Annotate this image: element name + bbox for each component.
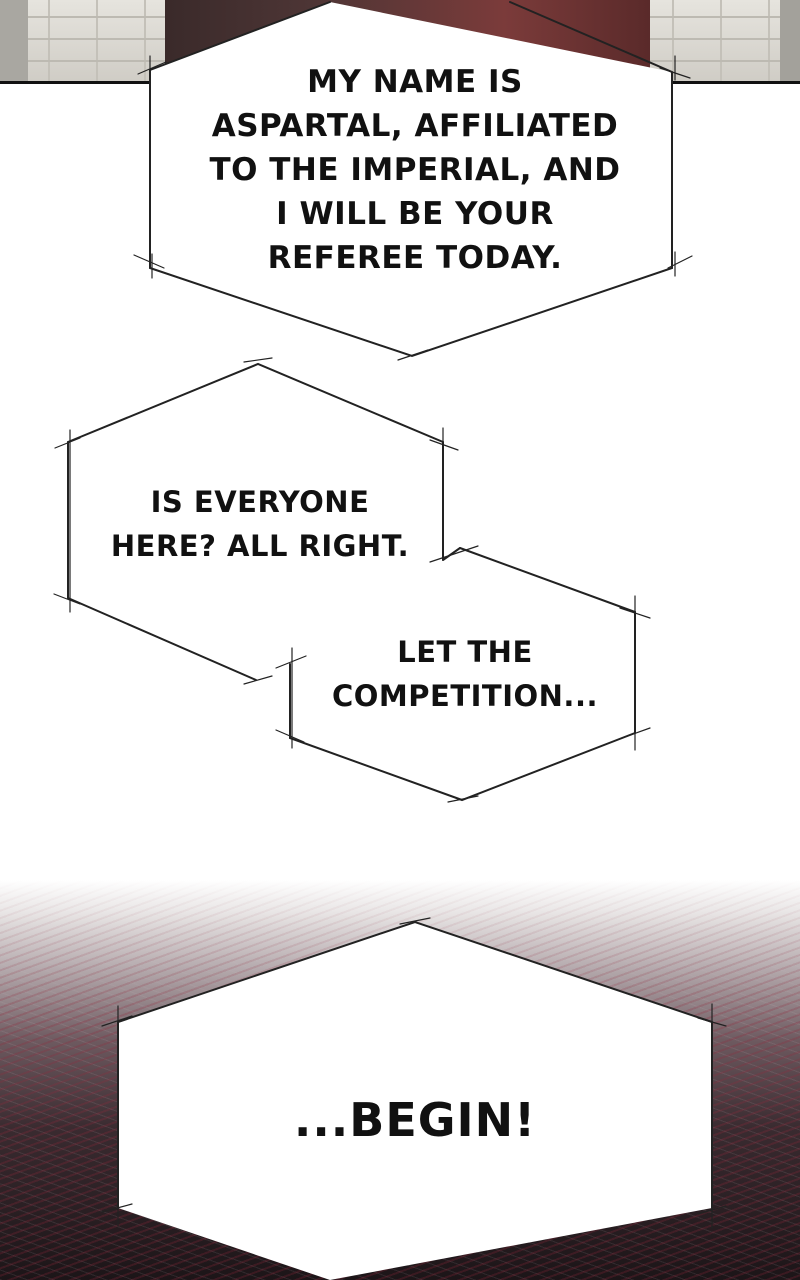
speech-bubble-2 (53, 357, 459, 685)
speech-bubble-1 (133, 1, 693, 361)
dialogue-line: ASPARTAL, AFFILIATED (211, 108, 619, 144)
dialogue-line: LET THE (397, 635, 533, 669)
speech-bubble-1-text: MY NAME IS ASPARTAL, AFFILIATED TO THE I… (200, 60, 630, 280)
dialogue-line: HERE? ALL RIGHT. (110, 529, 410, 563)
dialogue-line: I WILL BE YOUR (276, 196, 554, 232)
dialogue-line: REFEREE TODAY. (267, 240, 563, 276)
speech-bubble-4 (101, 917, 727, 1280)
speech-bubble-3-text: LET THE COMPETITION... (320, 630, 610, 718)
dialogue-line: IS EVERYONE (150, 485, 370, 519)
dialogue-line: COMPETITION... (332, 679, 598, 713)
speech-bubble-4-text: ...BEGIN! (200, 1090, 630, 1150)
dialogue-line: TO THE IMPERIAL, AND (209, 152, 621, 188)
dialogue-line: ...BEGIN! (293, 1093, 537, 1147)
speech-bubble-2-text: IS EVERYONE HERE? ALL RIGHT. (85, 480, 435, 568)
speech-bubble-3 (275, 545, 651, 803)
stone-pillar-right (780, 0, 800, 84)
dialogue-line: MY NAME IS (307, 64, 523, 100)
stone-pillar-left (0, 0, 28, 84)
